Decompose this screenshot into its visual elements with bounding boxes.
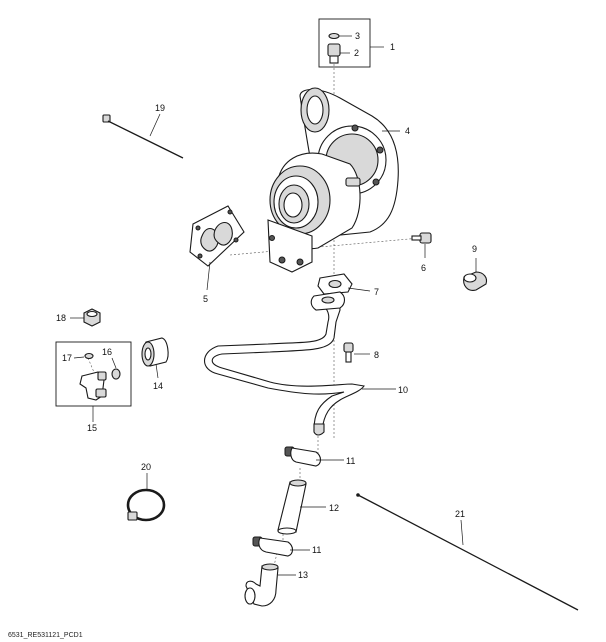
cable-tie-part-19 [102,114,184,159]
callout-8: 8 [374,350,379,360]
callout-11-lower: 11 [312,545,321,555]
hose-clamp-part-11-upper [284,446,322,467]
hose-clamp-part-11-lower [252,536,294,557]
bolt-part-8 [343,342,354,363]
leader-lines [70,35,477,576]
callout-13: 13 [298,570,308,580]
callout-4: 4 [405,126,410,136]
callout-7: 7 [374,287,379,297]
callout-20: 20 [141,462,151,472]
callout-2: 2 [354,48,359,58]
callout-5: 5 [203,294,208,304]
fitting-assembly-box [318,18,371,68]
callout-labels: 1 2 3 4 5 6 7 8 9 10 11 12 11 13 14 15 1… [56,31,477,580]
cap-part-9 [463,271,488,291]
callout-19: 19 [155,103,165,113]
fitting-part-2 [327,43,341,64]
fitting-kit-box-part-15 [55,341,132,407]
callout-11-upper: 11 [346,456,355,466]
callout-9: 9 [472,244,477,254]
callout-6: 6 [421,263,426,273]
band-clamp-part-20 [126,488,166,522]
drain-gasket-part-7 [317,273,353,295]
rod-part-21 [356,493,579,611]
elbow-fitting [79,371,107,401]
callout-16: 16 [102,347,112,357]
adapter-part-14 [141,337,169,367]
callout-12: 12 [329,503,339,513]
callout-17: 17 [62,353,72,363]
o-ring-part-16 [111,368,121,380]
bolt-part-6 [411,232,432,244]
o-ring-part-17 [84,352,94,360]
o-ring-part-3 [328,32,340,40]
callout-15: 15 [87,423,97,433]
callout-1: 1 [390,42,395,52]
callout-3: 3 [355,31,360,41]
oil-return-pipe-part-10 [203,291,365,436]
callout-21: 21 [455,509,465,519]
callout-10: 10 [398,385,408,395]
hose-part-12 [277,479,307,535]
drawing-code: 6531_RE531121_PCD1 [8,632,83,639]
callout-14: 14 [153,381,163,391]
elbow-part-13 [244,563,279,607]
callout-18: 18 [56,313,66,323]
gasket-part-5 [189,205,245,267]
turbocharger-part-4 [267,87,399,273]
nut-part-18 [83,308,101,327]
